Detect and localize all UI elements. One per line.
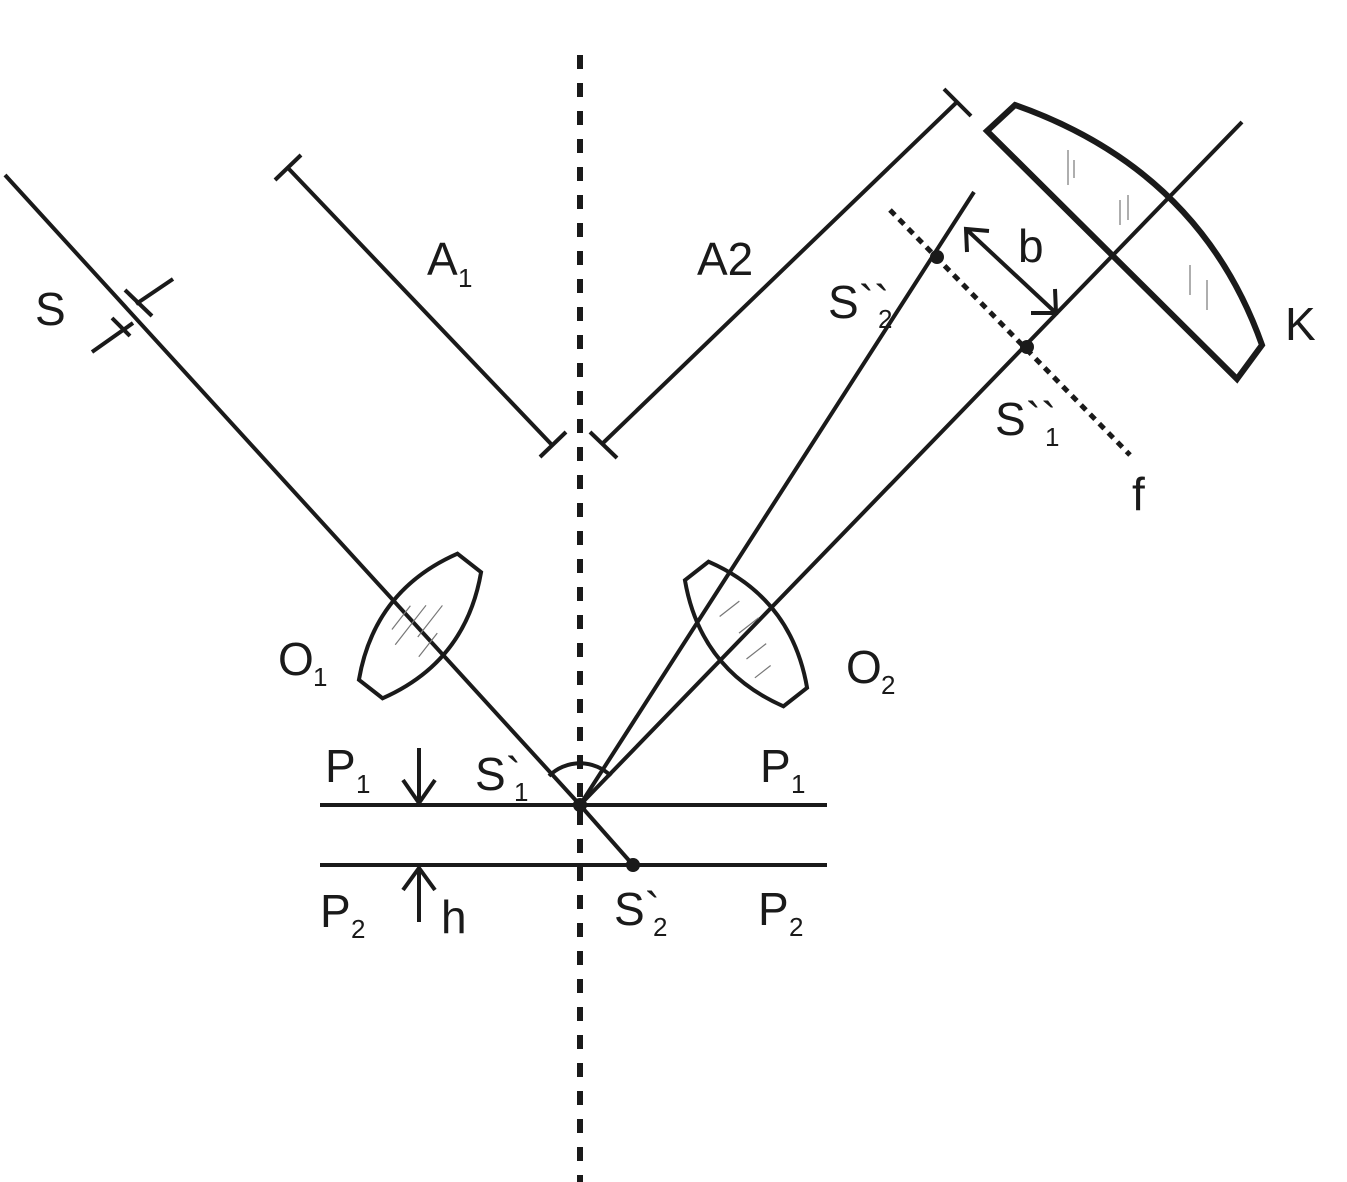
label-o2-sub: 2 bbox=[881, 670, 895, 700]
label-p1-right-sub: 1 bbox=[791, 769, 805, 799]
label-a2: A2 bbox=[697, 233, 753, 285]
plate-k bbox=[982, 101, 1266, 384]
source-slit bbox=[90, 277, 175, 354]
lens-o1 bbox=[356, 551, 484, 701]
label-p2-right-sub: 2 bbox=[789, 912, 803, 942]
label-s1pp: S`` bbox=[995, 393, 1056, 445]
label-s2p-sub: 2 bbox=[653, 912, 667, 942]
angle-arc bbox=[547, 761, 613, 778]
label-a1-sub: 1 bbox=[458, 263, 472, 293]
b-arrow bbox=[963, 226, 1059, 315]
label-f: f bbox=[1132, 468, 1145, 520]
label-p1-left: P bbox=[325, 740, 356, 792]
label-p2-right: P bbox=[758, 883, 789, 935]
label-k: K bbox=[1285, 298, 1316, 350]
reflected-ray-s2 bbox=[578, 190, 976, 807]
label-b: b bbox=[1018, 220, 1044, 272]
h-arrow-down bbox=[401, 748, 437, 807]
label-s1p-sub: 1 bbox=[514, 777, 528, 807]
label-h: h bbox=[441, 891, 467, 943]
reflected-ray-s1 bbox=[578, 120, 1244, 807]
label-a1: A bbox=[427, 233, 458, 285]
label-s2p: S` bbox=[614, 883, 660, 935]
label-p1-right: P bbox=[760, 740, 791, 792]
label-o1: O bbox=[278, 633, 314, 685]
refracted-beam bbox=[578, 803, 635, 867]
label-s: S bbox=[35, 283, 66, 335]
label-s2pp-sub: 2 bbox=[878, 304, 892, 334]
point-s1pp bbox=[1020, 340, 1034, 354]
incident-beam bbox=[3, 173, 582, 807]
label-p2-left: P bbox=[320, 885, 351, 937]
label-p1-left-sub: 1 bbox=[356, 769, 370, 799]
h-arrow-up bbox=[401, 864, 437, 922]
label-o1-sub: 1 bbox=[313, 662, 327, 692]
label-s1p: S` bbox=[475, 748, 521, 800]
label-p2-left-sub: 2 bbox=[351, 914, 365, 944]
tube-a2 bbox=[588, 87, 973, 460]
label-s1pp-sub: 1 bbox=[1045, 422, 1059, 452]
label-s2pp: S`` bbox=[828, 276, 889, 328]
tube-a1 bbox=[273, 153, 568, 459]
lens-o2 bbox=[682, 559, 810, 709]
focal-plane bbox=[888, 208, 1132, 457]
point-s2pp bbox=[930, 250, 944, 264]
label-o2: O bbox=[846, 641, 882, 693]
